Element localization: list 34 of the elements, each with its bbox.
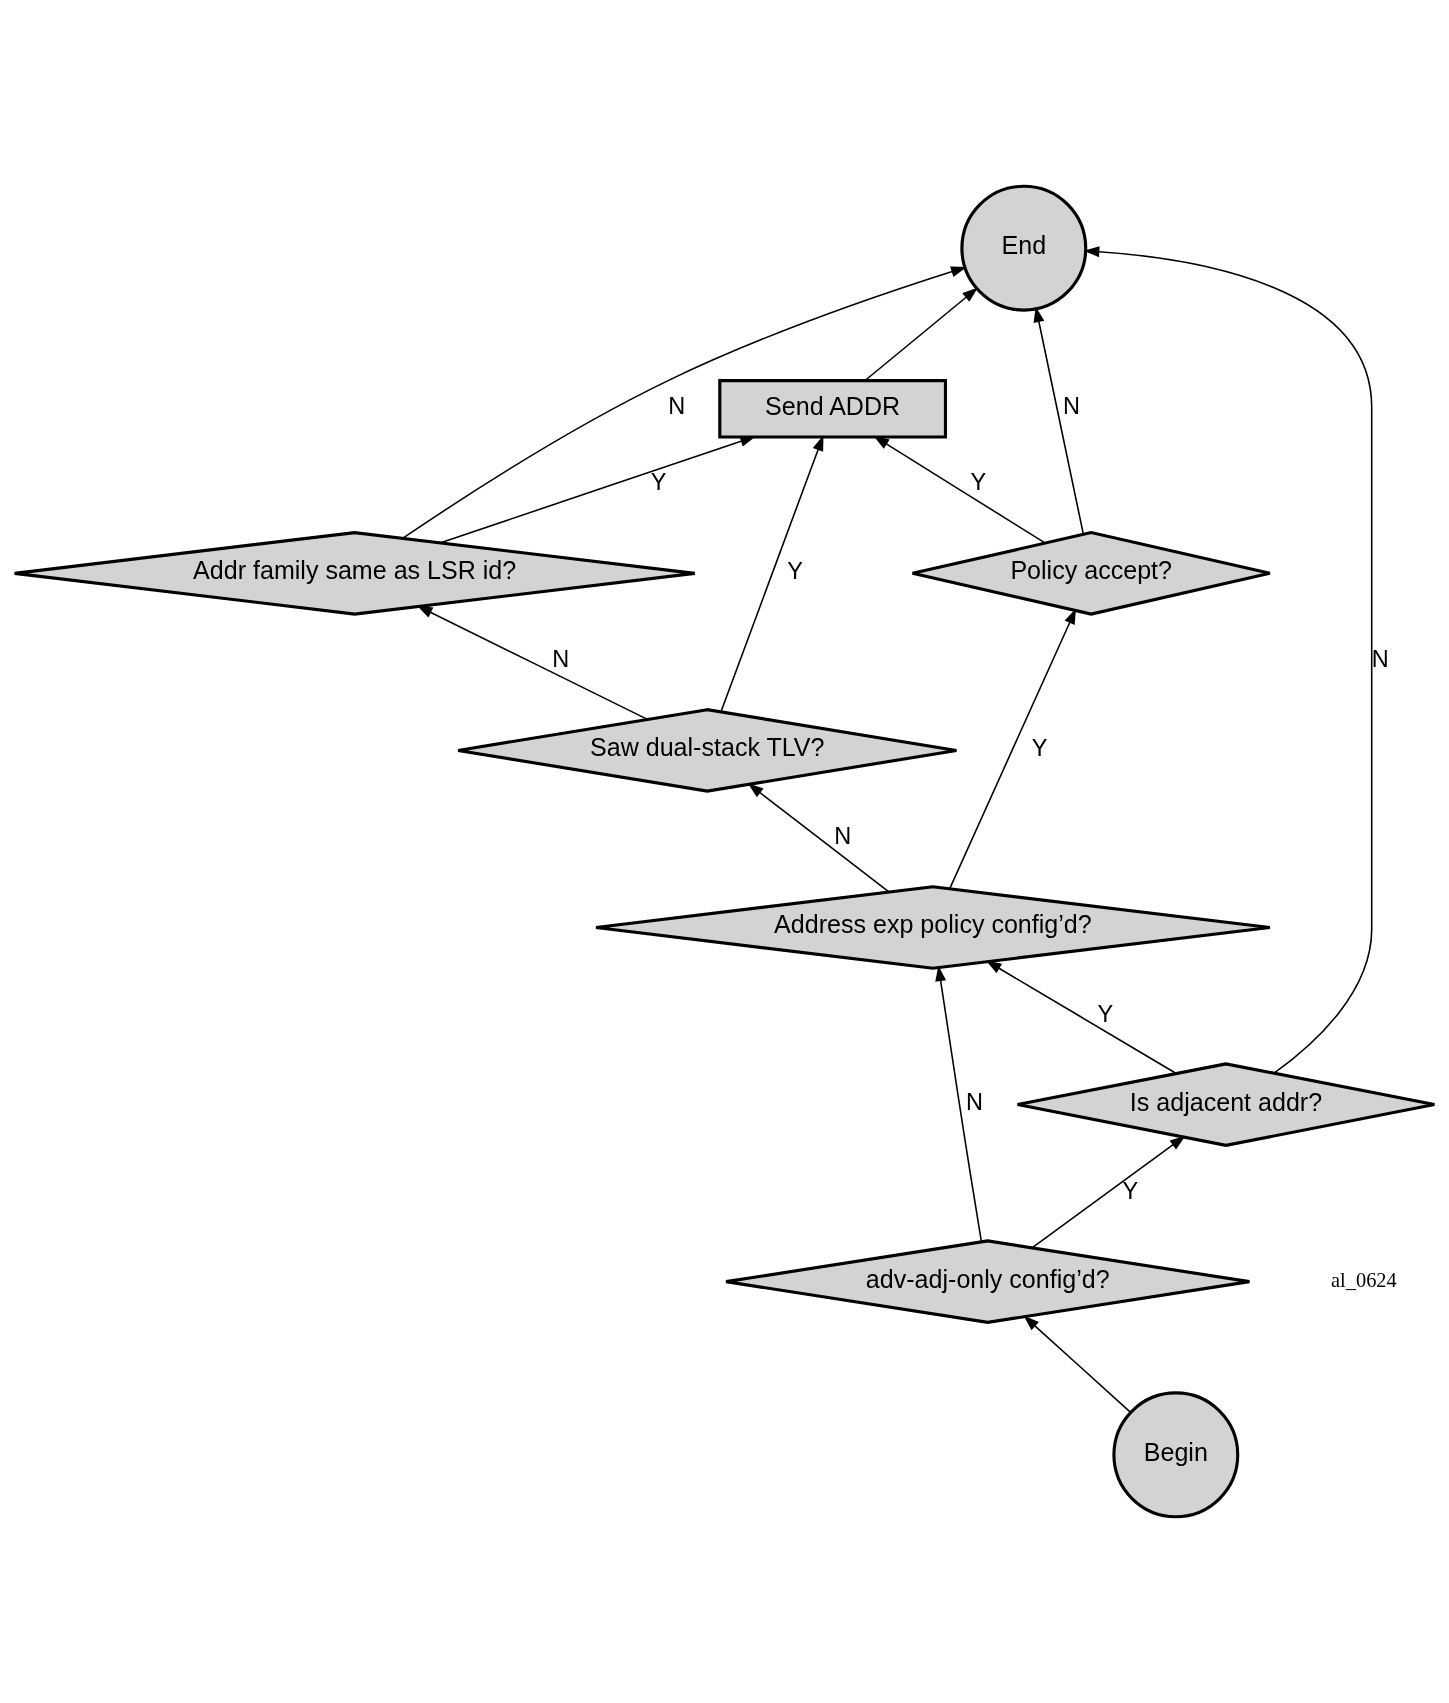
edge-label: N — [834, 823, 852, 850]
edge-label: N — [552, 646, 570, 673]
node-diamond: Policy accept? — [911, 531, 1272, 616]
edge-label: N — [965, 1089, 983, 1116]
arrow — [873, 435, 1046, 544]
node-diamond: Is adjacent addr? — [1016, 1062, 1436, 1147]
arrow — [439, 436, 756, 544]
edge-label: N — [668, 393, 686, 420]
label: al_0624 — [1331, 1269, 1397, 1291]
edge-label: N — [1063, 393, 1081, 420]
edge-label: Y — [650, 469, 667, 496]
edge-label: N — [1371, 646, 1389, 673]
edge-label: Y — [1031, 734, 1048, 761]
node-diamond: adv-adj-only config’d? — [724, 1239, 1252, 1324]
arrow — [1023, 1315, 1132, 1413]
arrow — [402, 266, 967, 539]
arrow — [1031, 1135, 1186, 1249]
node-box: Send ADDR — [718, 379, 948, 439]
edge-label: Y — [970, 469, 987, 496]
arrow — [949, 608, 1077, 890]
arrow — [1083, 246, 1373, 1074]
node-circle: Begin — [1112, 1391, 1240, 1519]
arrow — [935, 965, 983, 1243]
arrow — [747, 783, 890, 893]
arrow — [985, 960, 1178, 1075]
arrow — [864, 287, 978, 382]
arrow — [416, 605, 649, 721]
node-diamond: Saw dual-stack TLV? — [456, 708, 958, 793]
arrow — [720, 435, 824, 713]
node-diamond: Address exp policy config’d? — [594, 885, 1272, 970]
arrow — [1033, 306, 1085, 535]
edge-label: Y — [1097, 1000, 1114, 1027]
edge-label: Y — [1122, 1177, 1139, 1204]
edge-label: Y — [787, 557, 803, 584]
